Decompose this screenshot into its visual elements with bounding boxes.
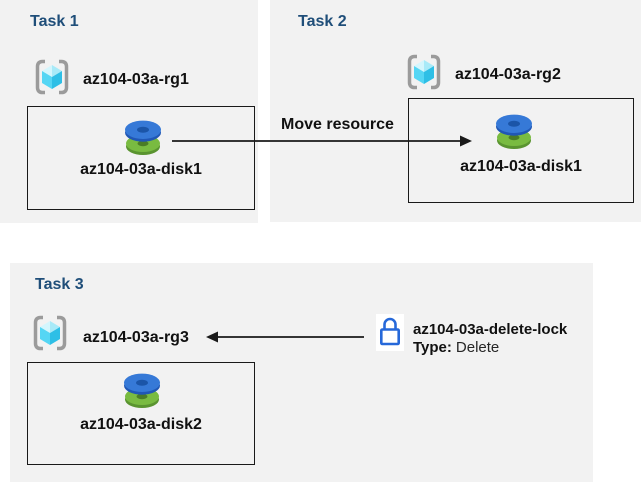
managed-disk-icon — [124, 373, 160, 408]
task2-title: Task 2 — [298, 13, 347, 30]
task2-panel: Task 2 — [270, 0, 641, 222]
task3-panel: Task 3 — [10, 263, 593, 482]
lock-name: az104-03a-delete-lock — [413, 321, 568, 338]
task2-resource-box — [408, 98, 634, 203]
lock-type-value: Delete — [455, 339, 500, 356]
disk-label: az104-03a-disk1 — [80, 161, 202, 178]
resource-group-label: az104-03a-rg1 — [83, 71, 189, 88]
task1-resource-box — [27, 106, 255, 210]
task1-title: Task 1 — [30, 13, 79, 30]
resource-group-icon — [33, 315, 67, 351]
task3-resource-box — [27, 362, 255, 465]
lock-icon-background — [376, 314, 404, 351]
resource-group-icon — [35, 59, 69, 95]
disk-label: az104-03a-disk1 — [460, 158, 582, 175]
move-arrow-label: Move resource — [281, 116, 394, 133]
task1-panel: Task 1 — [0, 0, 258, 223]
disk-label: az104-03a-disk2 — [80, 416, 202, 433]
task3-title: Task 3 — [35, 276, 84, 293]
lock-type-line: Type:Delete — [413, 339, 499, 357]
resource-group-icon — [407, 54, 441, 90]
resource-group-label: az104-03a-rg3 — [83, 329, 189, 346]
managed-disk-icon — [496, 114, 532, 149]
lock-type-label: Type: — [413, 339, 452, 356]
resource-group-label: az104-03a-rg2 — [455, 66, 561, 83]
managed-disk-icon — [125, 120, 161, 155]
padlock-icon — [380, 317, 400, 346]
